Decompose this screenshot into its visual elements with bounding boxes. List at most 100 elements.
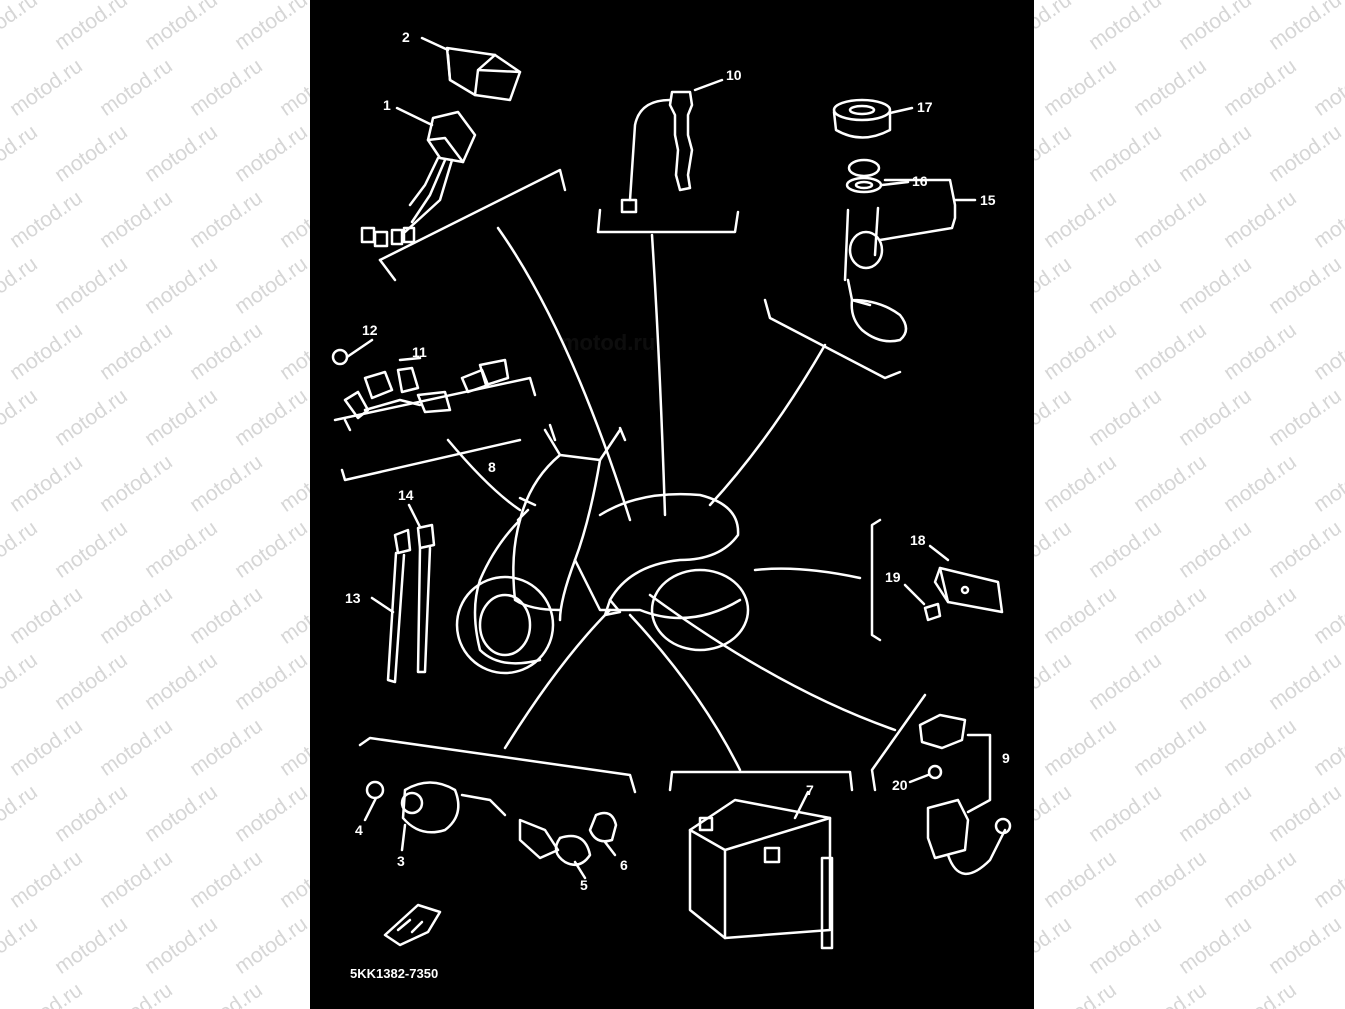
watermark-text: motod.ru bbox=[0, 516, 42, 583]
watermark-text: motod.ru bbox=[1039, 846, 1121, 913]
watermark-text: motod.ru bbox=[186, 978, 268, 1009]
watermark-text: motod.ru bbox=[95, 450, 177, 517]
leader-1 bbox=[496, 226, 632, 522]
part-16-shape bbox=[845, 158, 910, 194]
watermark-text: motod.ru bbox=[5, 318, 87, 385]
watermark-text: motod.ru bbox=[1084, 912, 1166, 979]
watermark-text: motod.ru bbox=[1129, 318, 1211, 385]
bracket-group-7 bbox=[668, 770, 854, 792]
part-5-shape bbox=[518, 818, 592, 880]
watermark-text: motod.ru bbox=[1174, 648, 1256, 715]
callout-17: 17 bbox=[917, 99, 933, 115]
watermark-text: motod.ru bbox=[1084, 384, 1166, 451]
watermark-text: motod.ru bbox=[50, 252, 132, 319]
leader-18 bbox=[753, 567, 862, 580]
diagram-canvas: motod.ru 2 1 10 17 16 15 12 11 8 14 13 1… bbox=[331, 29, 1012, 981]
bracket-group-11 bbox=[333, 376, 537, 422]
watermark-text: motod.ru bbox=[1084, 780, 1166, 847]
callout-13: 13 bbox=[345, 590, 361, 606]
part-20-shape bbox=[908, 764, 943, 784]
part-4-shape bbox=[363, 780, 385, 822]
watermark-text: motod.ru bbox=[1264, 120, 1345, 187]
watermark-text: motod.ru bbox=[95, 714, 177, 781]
watermark-text: motod.ru bbox=[140, 120, 222, 187]
watermark-text: motod.ru bbox=[185, 450, 267, 517]
watermark-text: motod.ru bbox=[1219, 450, 1301, 517]
watermark-text: motod.ru bbox=[1039, 186, 1121, 253]
watermark-text: motod.ru bbox=[0, 252, 42, 319]
callout-9: 9 bbox=[1002, 750, 1010, 766]
callout-20: 20 bbox=[892, 777, 908, 793]
callout-10: 10 bbox=[726, 67, 742, 83]
watermark-text: motod.ru bbox=[1309, 318, 1345, 385]
watermark-text: motod.ru bbox=[1084, 252, 1166, 319]
watermark-text: motod.ru bbox=[230, 0, 310, 55]
watermark-text: motod.ru bbox=[1039, 318, 1121, 385]
callout-18: 18 bbox=[910, 532, 926, 548]
watermark-text: motod.ru bbox=[1219, 846, 1301, 913]
watermark-text: motod.ru bbox=[230, 120, 310, 187]
watermark-text: motod.ru bbox=[1310, 978, 1345, 1009]
watermark-text: motod.ru bbox=[1264, 780, 1345, 847]
part-15-shape bbox=[843, 178, 977, 343]
callout-8: 8 bbox=[488, 459, 496, 475]
part-7-shape bbox=[688, 790, 834, 950]
callout-labels: 2 1 10 17 16 15 12 11 8 14 13 18 19 9 20… bbox=[345, 29, 1010, 893]
watermark-text: motod.ru bbox=[1219, 714, 1301, 781]
bracket-group-1 bbox=[378, 168, 567, 262]
diagram-watermark: motod.ru bbox=[560, 330, 655, 355]
watermark-text: motod.ru bbox=[140, 912, 222, 979]
watermark-text: motod.ru bbox=[95, 318, 177, 385]
watermark-text: motod.ru bbox=[5, 846, 87, 913]
watermark-text: motod.ru bbox=[0, 0, 42, 55]
leader-9 bbox=[648, 593, 897, 732]
watermark-text: motod.ru bbox=[140, 384, 222, 451]
callout-6: 6 bbox=[620, 857, 628, 873]
part-12-shape bbox=[331, 338, 374, 366]
part-3-shape bbox=[400, 781, 507, 852]
watermark-text: motod.ru bbox=[230, 384, 310, 451]
part-9-shape bbox=[918, 713, 1012, 876]
callout-19: 19 bbox=[885, 569, 901, 585]
callout-11: 11 bbox=[412, 344, 427, 360]
callout-2: 2 bbox=[402, 29, 410, 45]
watermark-text: motod.ru bbox=[1040, 978, 1122, 1009]
watermark-text: motod.ru bbox=[1130, 978, 1212, 1009]
watermark-text: motod.ru bbox=[0, 120, 42, 187]
watermark-text: motod.ru bbox=[0, 780, 42, 847]
watermark-text: motod.ru bbox=[1174, 516, 1256, 583]
watermark-text: motod.ru bbox=[96, 978, 178, 1009]
watermark-text: motod.ru bbox=[1309, 54, 1345, 121]
watermark-text: motod.ru bbox=[140, 780, 222, 847]
watermark-text: motod.ru bbox=[1174, 780, 1256, 847]
part-10-shape bbox=[620, 78, 724, 214]
watermark-text: motod.ru bbox=[95, 846, 177, 913]
part-11-shape bbox=[343, 356, 510, 432]
watermark-text: motod.ru bbox=[140, 252, 222, 319]
callout-15: 15 bbox=[980, 192, 996, 208]
part-19-shape bbox=[903, 583, 942, 622]
part-14-shape bbox=[407, 503, 436, 674]
watermark-text: motod.ru bbox=[50, 516, 132, 583]
callout-14: 14 bbox=[398, 487, 414, 503]
leader-10 bbox=[650, 233, 667, 517]
watermark-text: motod.ru bbox=[230, 252, 310, 319]
watermark-text: motod.ru bbox=[275, 582, 310, 649]
callout-3: 3 bbox=[397, 853, 405, 869]
watermark-text: motod.ru bbox=[95, 582, 177, 649]
watermark-text: motod.ru bbox=[230, 912, 310, 979]
parts-diagram: motod.ru 2 1 10 17 16 15 12 11 8 14 13 1… bbox=[310, 0, 1034, 1009]
watermark-text: motod.ru bbox=[0, 648, 42, 715]
watermark-text: motod.ru bbox=[50, 648, 132, 715]
watermark-text: motod.ru bbox=[1039, 54, 1121, 121]
watermark-text: motod.ru bbox=[185, 714, 267, 781]
watermark-text: motod.ru bbox=[5, 450, 87, 517]
callout-5: 5 bbox=[580, 877, 588, 893]
watermark-text: motod.ru bbox=[0, 912, 42, 979]
watermark-text: motod.ru bbox=[1219, 318, 1301, 385]
watermark-text: motod.ru bbox=[1174, 912, 1256, 979]
watermark-text: motod.ru bbox=[1034, 0, 1076, 55]
watermark-text: motod.ru bbox=[1309, 582, 1345, 649]
watermark-text: motod.ru bbox=[50, 120, 132, 187]
